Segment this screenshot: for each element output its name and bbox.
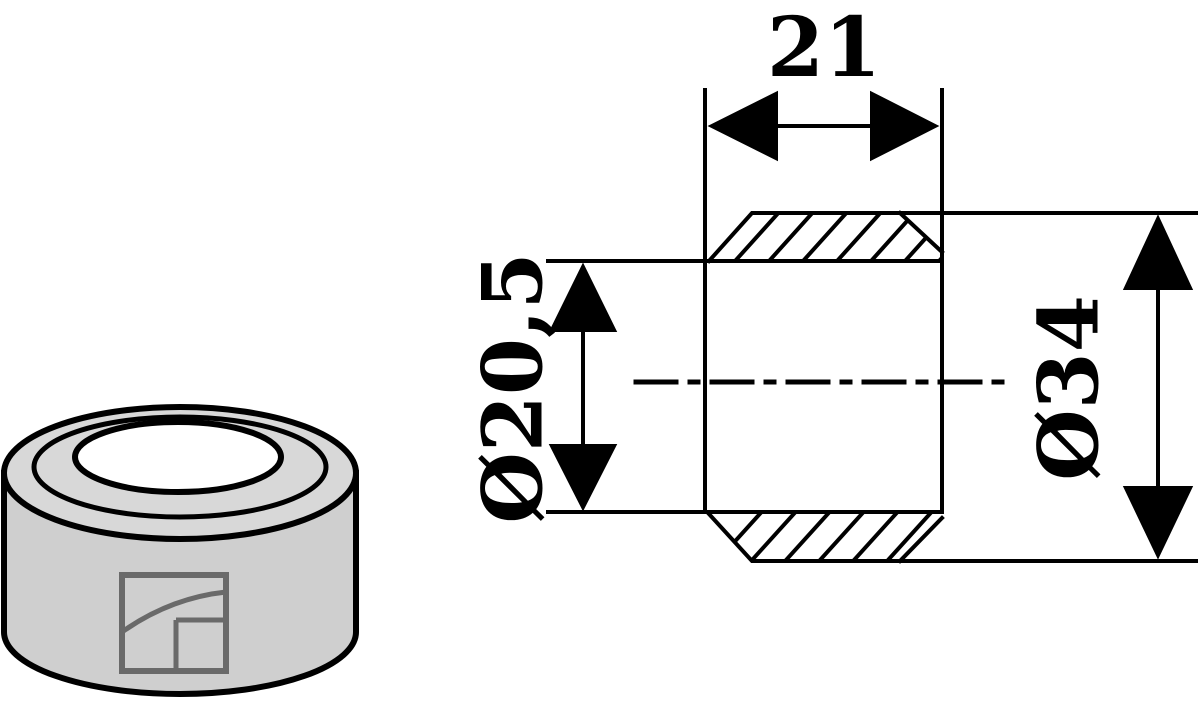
length-dimension-label: 21 [767,0,881,96]
dimension-lines [548,90,1194,560]
bushing-3d-icon [1,404,359,697]
manufacturer-logo-icon [119,572,229,674]
inner-diameter-label: Ø20,5 [465,252,561,523]
outer-diameter-label: Ø34 [1021,295,1117,481]
hatching-bottom [709,512,940,561]
